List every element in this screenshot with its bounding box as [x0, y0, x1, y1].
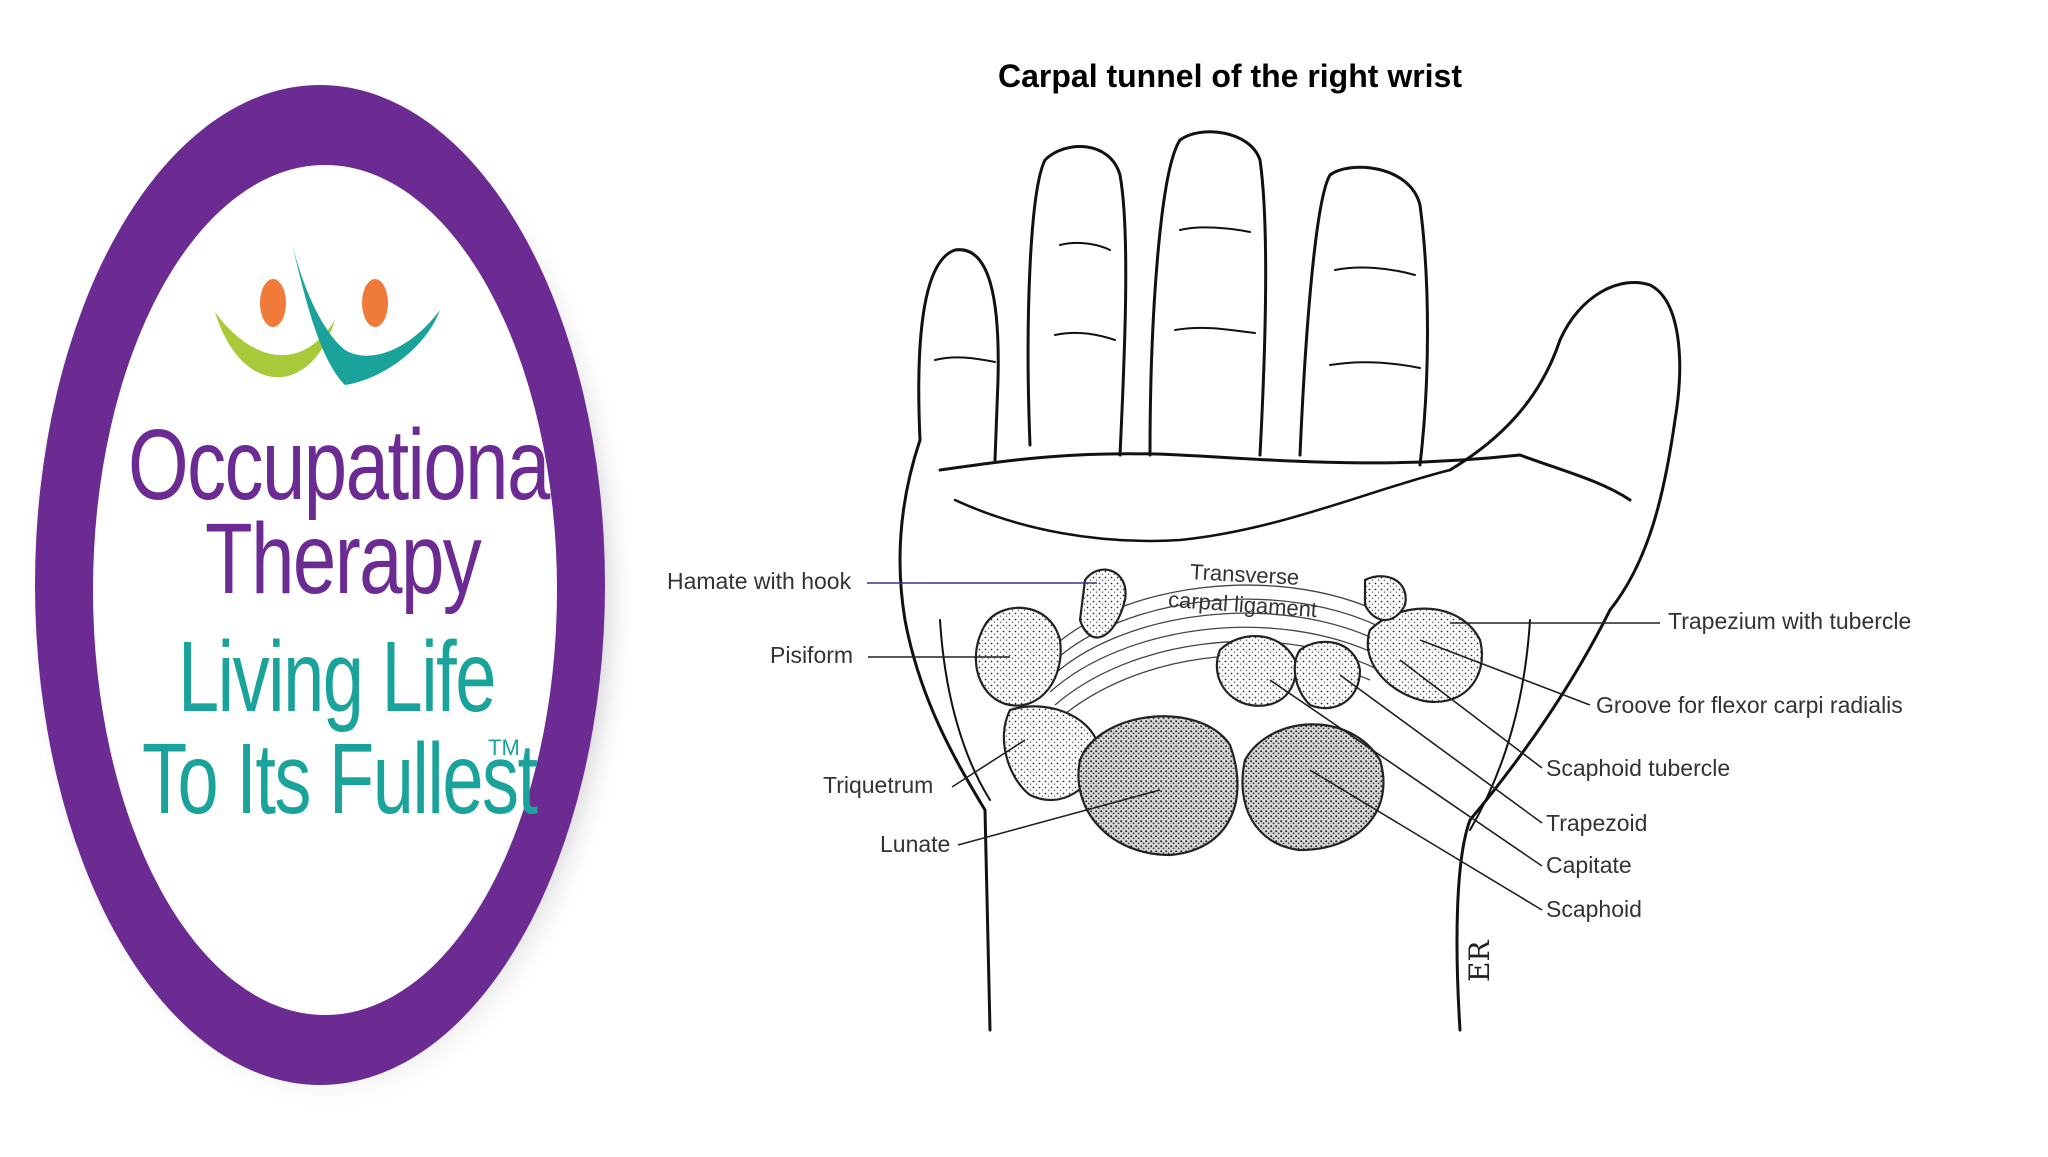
- pisiform-bone: [974, 606, 1062, 707]
- leader-capitate: [1269, 679, 1543, 867]
- label-scaphoid-tubercle: Scaphoid tubercle: [1546, 755, 1731, 781]
- hamate-hook-bone: [1078, 568, 1127, 639]
- little-finger: [917, 248, 1000, 462]
- label-groove: Groove for flexor carpi radialis: [1596, 692, 1903, 718]
- leader-triquetrum: [951, 739, 1026, 788]
- wrist-crease-right: [1469, 619, 1531, 831]
- trapezium-tubercle: [1363, 575, 1407, 621]
- slide-title: Carpal tunnel of the right wrist: [997, 58, 1462, 94]
- capitate-bone: [1215, 634, 1297, 707]
- trapezoid-bone: [1293, 640, 1362, 710]
- label-trapezium: Trapezium with tubercle: [1668, 608, 1912, 634]
- index-finger: [1298, 165, 1429, 467]
- triquetrum-bone: [1002, 705, 1102, 801]
- logo-center: [93, 165, 557, 1015]
- hand-outline: [898, 130, 1682, 1032]
- artist-signature: ER: [1463, 940, 1496, 982]
- people-icon: [215, 235, 440, 385]
- label-pisiform: Pisiform: [770, 642, 854, 668]
- ring-finger: [1026, 145, 1128, 457]
- logo-line-therapy: Therapy: [205, 503, 482, 615]
- middle-finger-creases: [1174, 226, 1256, 334]
- leader-trapezoid: [1339, 674, 1543, 824]
- leader-scaphoid-tubercle: [1399, 659, 1543, 769]
- carpal-bones: [974, 568, 1483, 857]
- radial-wrist-edge: [1455, 608, 1612, 1032]
- label-capitate: Capitate: [1546, 852, 1632, 878]
- logo-line-living-life: Living Life: [178, 621, 496, 733]
- ulnar-wrist-edge: [898, 438, 992, 1032]
- thenar-crease: [953, 468, 1452, 543]
- palmar-crease: [938, 452, 1632, 502]
- ring-finger-creases: [1054, 241, 1116, 341]
- label-lunate: Lunate: [880, 831, 951, 857]
- logo-trademark: TM: [488, 735, 520, 760]
- little-finger-crease: [934, 356, 996, 363]
- leader-lines: [867, 582, 1660, 911]
- lunate-bone: [1077, 715, 1239, 857]
- person-head-left: [260, 279, 286, 327]
- person-body-right: [290, 235, 440, 385]
- label-hamate: Hamate with hook: [667, 568, 852, 594]
- logo-line-occupational: Occupational: [128, 409, 566, 521]
- logo-ring-graphic: [22, 85, 638, 1115]
- leader-scaphoid: [1309, 769, 1543, 911]
- leader-lunate: [957, 789, 1161, 846]
- occupational-therapy-logo: Occupational Therapy Living Life To Its …: [0, 0, 660, 1152]
- index-finger-creases: [1329, 266, 1421, 369]
- label-trapezoid: Trapezoid: [1546, 810, 1648, 836]
- label-scaphoid: Scaphoid: [1546, 896, 1642, 922]
- middle-finger: [1148, 130, 1268, 457]
- person-head-right: [362, 279, 388, 327]
- leader-groove: [1419, 639, 1591, 706]
- trapezium-bone: [1366, 607, 1483, 703]
- logo-line-to-its-fullest: To Its Fullest: [142, 723, 538, 835]
- wrist-crease-left: [939, 619, 991, 801]
- label-triquetrum: Triquetrum: [823, 772, 934, 798]
- scaphoid-bone: [1241, 723, 1385, 852]
- thumb: [1448, 280, 1682, 612]
- person-body-left: [215, 312, 335, 378]
